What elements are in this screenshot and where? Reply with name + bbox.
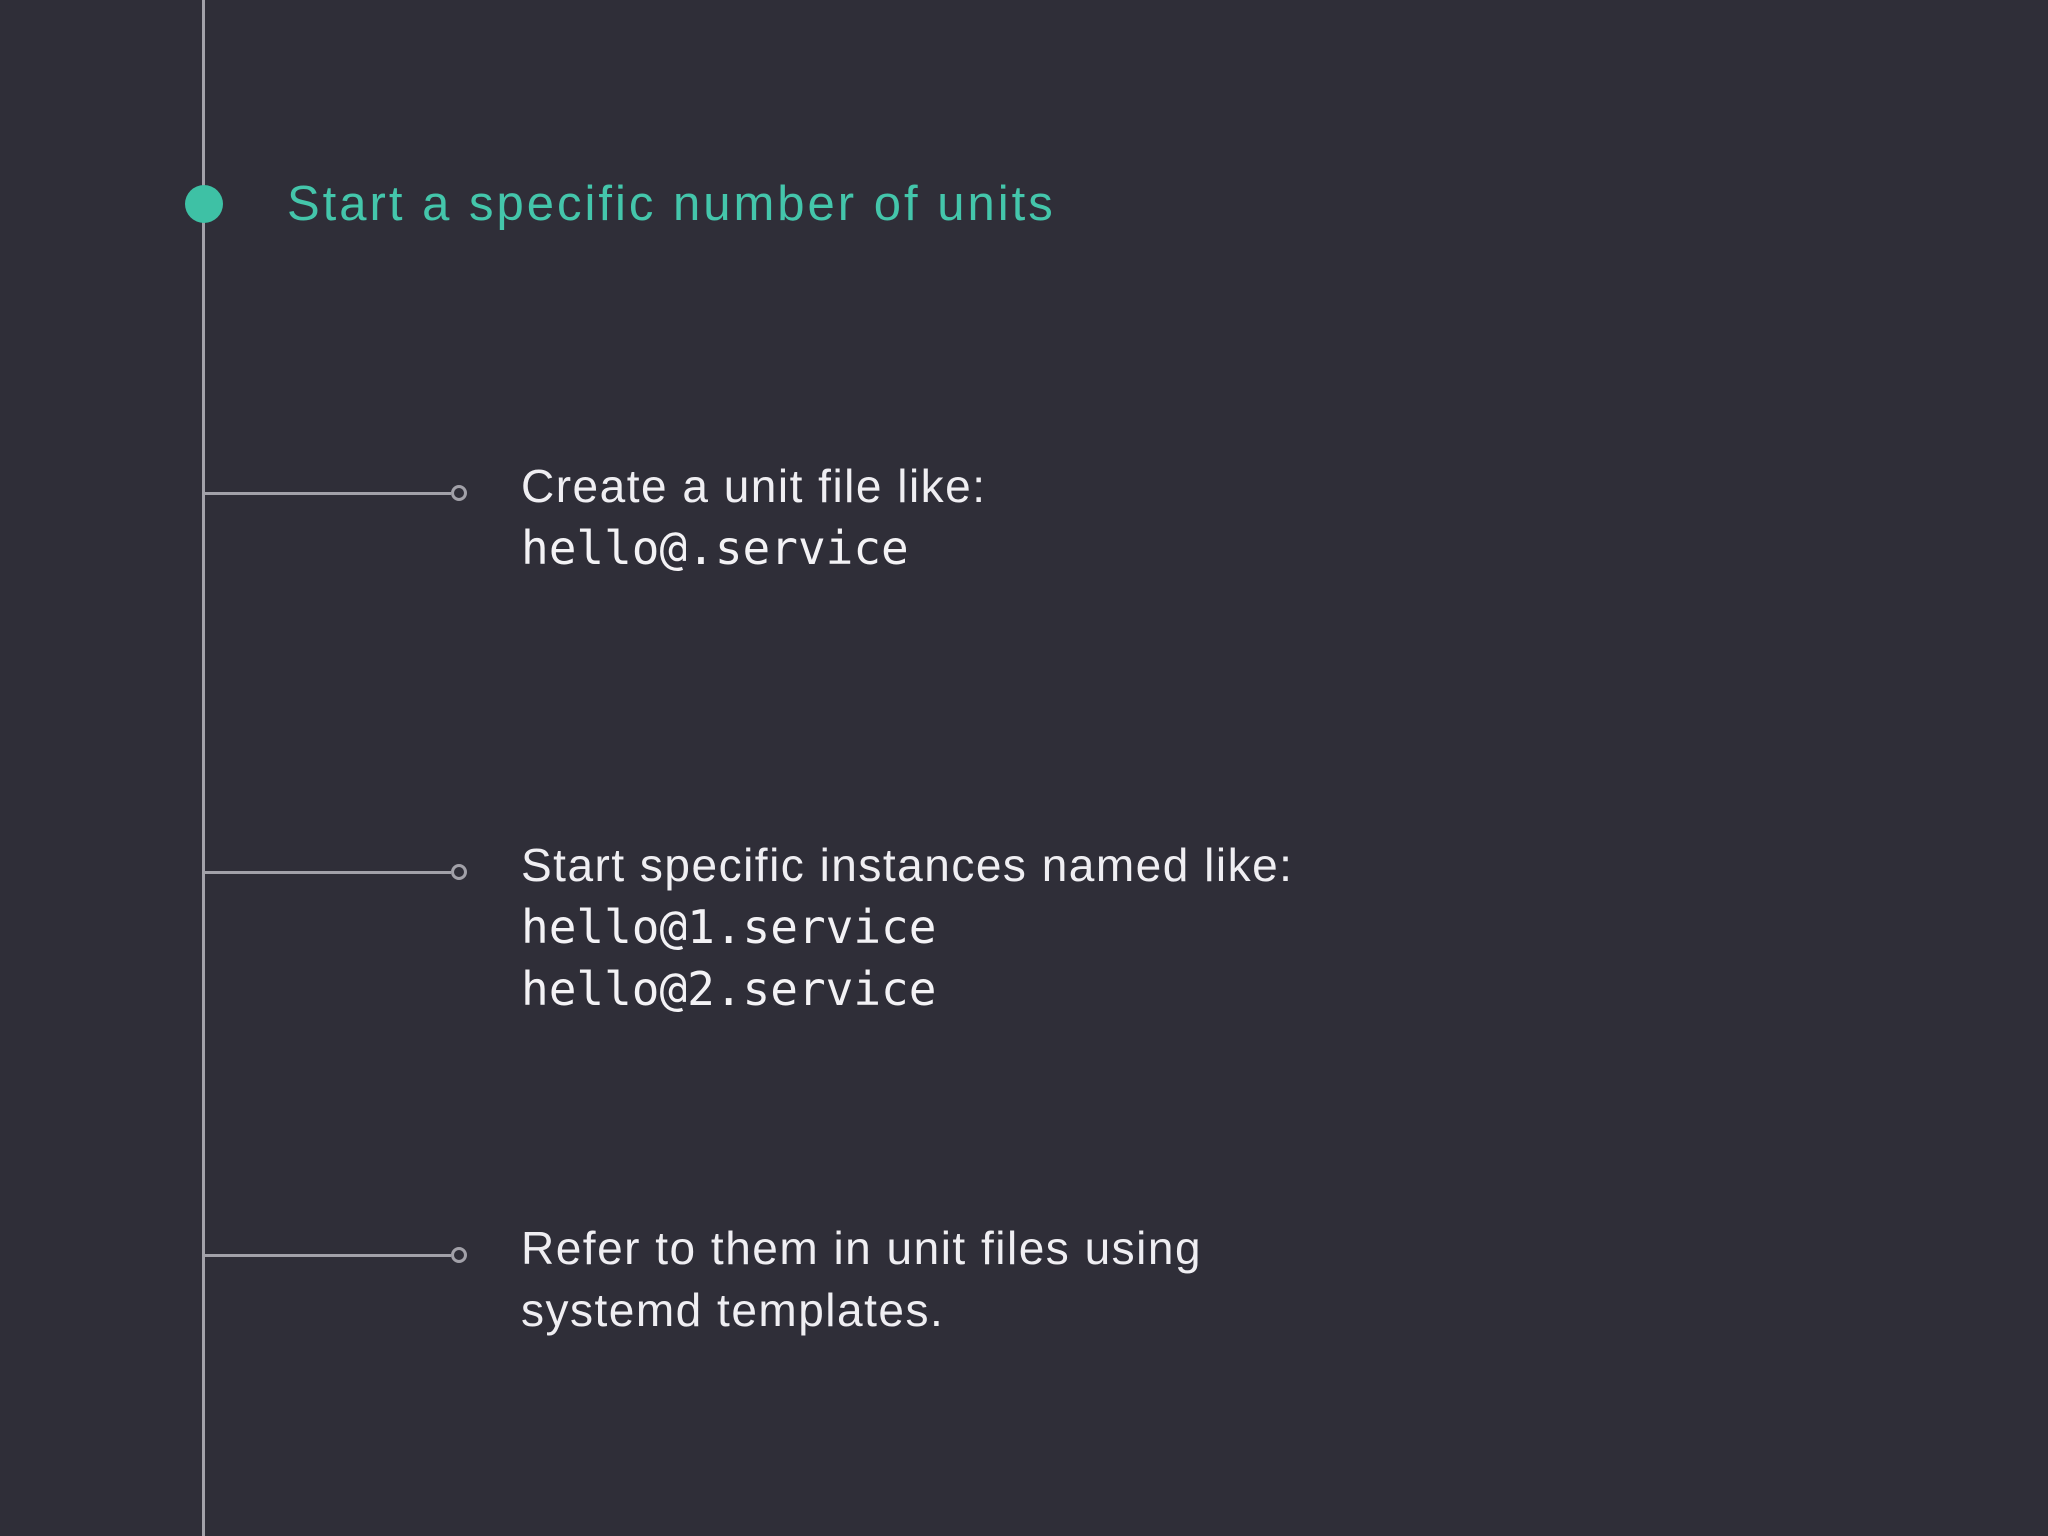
branch-node-ring-icon (451, 864, 467, 880)
branch-connector-line (204, 492, 451, 495)
branch-text: Start specific instances named like: hel… (521, 834, 1293, 1020)
slide-title: Start a specific number of units (287, 177, 1056, 231)
branch-connector-line (204, 1254, 451, 1257)
timeline-vertical-line (202, 0, 205, 1536)
service-filename: hello@1.service (521, 900, 937, 954)
branch-text: Refer to them in unit files using system… (521, 1217, 1202, 1341)
service-filename: hello@.service (521, 521, 909, 575)
branch-connector-line (204, 871, 451, 874)
branch-node-ring-icon (451, 1247, 467, 1263)
branch-text-line: Refer to them in unit files using (521, 1222, 1203, 1274)
branch-text-line: Create a unit file like: (521, 460, 987, 512)
branch-text: Create a unit file like: hello@.service (521, 455, 987, 579)
branch-text-line: Start specific instances named like: (521, 839, 1294, 891)
branch-text-line: systemd templates. (521, 1284, 945, 1336)
branch-node-ring-icon (451, 485, 467, 501)
timeline-node-icon (185, 185, 223, 223)
service-filename: hello@2.service (521, 962, 937, 1016)
